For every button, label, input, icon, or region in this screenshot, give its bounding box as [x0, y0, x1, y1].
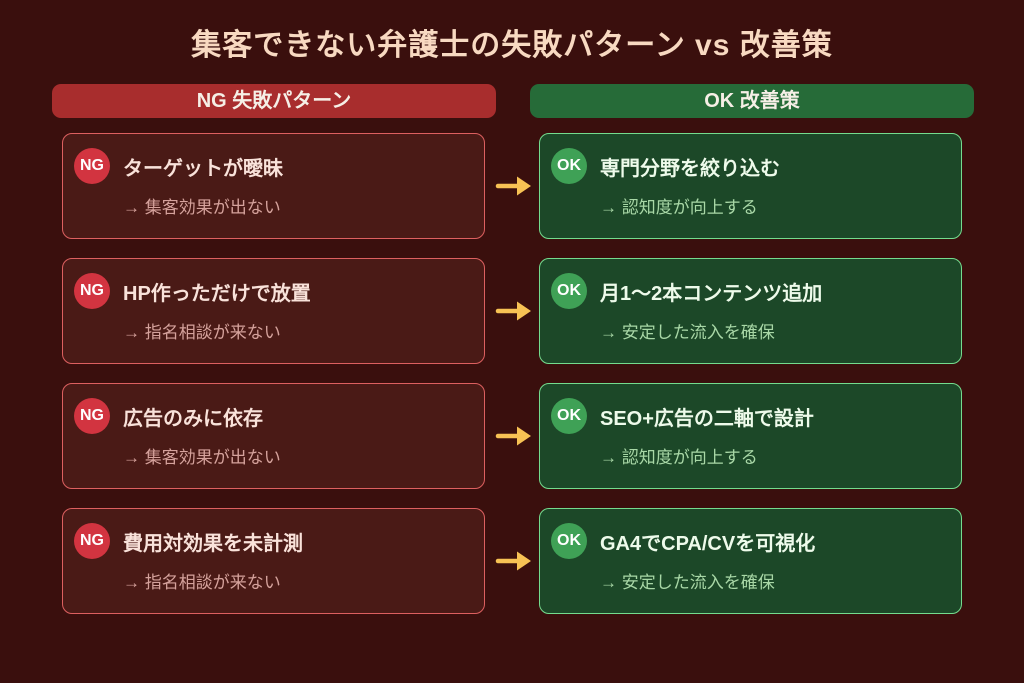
ng-card-title: 広告のみに依存: [123, 407, 263, 430]
right-arrow-icon: [495, 301, 531, 321]
ng-card-subtitle: → 指名相談が来ない: [123, 323, 281, 342]
ok-card-subtitle: → 認知度が向上する: [600, 448, 758, 467]
ng-badge: NG: [74, 273, 110, 309]
page-title: 集客できない弁護士の失敗パターン vs 改善策: [191, 29, 833, 62]
ng-card-subtitle: → 集客効果が出ない: [123, 198, 281, 217]
ok-card-subtitle: → 安定した流入を確保: [600, 573, 775, 592]
ng-card: NG ターゲットが曖昧 → 集客効果が出ない: [62, 133, 485, 239]
right-arrow-icon: [495, 551, 531, 571]
ok-card-header: OK GA4でCPA/CVを可視化: [540, 509, 961, 559]
ok-card-title: 専門分野を絞り込む: [600, 157, 780, 180]
ng-card-title: ターゲットが曖昧: [123, 157, 283, 180]
ok-card-title: GA4でCPA/CVを可視化: [600, 532, 816, 555]
comparison-row: NG 費用対効果を未計測 → 指名相談が来ない OK GA4でCPA/CVを可視…: [0, 508, 1024, 615]
ng-card-title: 費用対効果を未計測: [123, 532, 303, 555]
ng-card-subtitle: → 集客効果が出ない: [123, 448, 281, 467]
ok-card-title: SEO+広告の二軸で設計: [600, 407, 814, 430]
ok-card: OK GA4でCPA/CVを可視化 → 安定した流入を確保: [539, 508, 962, 614]
ng-badge: NG: [74, 398, 110, 434]
ok-badge: OK: [551, 398, 587, 434]
comparison-row: NG ターゲットが曖昧 → 集客効果が出ない OK 専門分野を絞り込む → 認知…: [0, 133, 1024, 240]
ok-badge: OK: [551, 148, 587, 184]
ng-badge: NG: [74, 148, 110, 184]
ok-badge: OK: [551, 273, 587, 309]
ok-card-header: OK SEO+広告の二軸で設計: [540, 384, 961, 434]
right-arrow-icon: [495, 176, 531, 196]
comparison-row: NG 広告のみに依存 → 集客効果が出ない OK SEO+広告の二軸で設計 → …: [0, 383, 1024, 490]
ng-card-header: NG HP作っただけで放置: [63, 259, 484, 309]
ok-card-title: 月1〜2本コンテンツ追加: [600, 282, 823, 305]
ok-badge: OK: [551, 523, 587, 559]
ng-card-header: NG ターゲットが曖昧: [63, 134, 484, 184]
ok-card-header: OK 月1〜2本コンテンツ追加: [540, 259, 961, 309]
ok-card-subtitle: → 安定した流入を確保: [600, 323, 775, 342]
ok-card: OK 専門分野を絞り込む → 認知度が向上する: [539, 133, 962, 239]
ok-column-header: OK 改善策: [530, 84, 974, 118]
ng-card-subtitle: → 指名相談が来ない: [123, 573, 281, 592]
ok-card: OK 月1〜2本コンテンツ追加 → 安定した流入を確保: [539, 258, 962, 364]
ng-card: NG 広告のみに依存 → 集客効果が出ない: [62, 383, 485, 489]
ng-badge: NG: [74, 523, 110, 559]
ok-card-subtitle: → 認知度が向上する: [600, 198, 758, 217]
ng-column-header: NG 失敗パターン: [52, 84, 496, 118]
ok-card: OK SEO+広告の二軸で設計 → 認知度が向上する: [539, 383, 962, 489]
ng-card: NG HP作っただけで放置 → 指名相談が来ない: [62, 258, 485, 364]
comparison-row: NG HP作っただけで放置 → 指名相談が来ない OK 月1〜2本コンテンツ追加…: [0, 258, 1024, 365]
right-arrow-icon: [495, 426, 531, 446]
ng-card-header: NG 費用対効果を未計測: [63, 509, 484, 559]
ng-card: NG 費用対効果を未計測 → 指名相談が来ない: [62, 508, 485, 614]
ng-card-header: NG 広告のみに依存: [63, 384, 484, 434]
ok-card-header: OK 専門分野を絞り込む: [540, 134, 961, 184]
ng-card-title: HP作っただけで放置: [123, 282, 311, 305]
